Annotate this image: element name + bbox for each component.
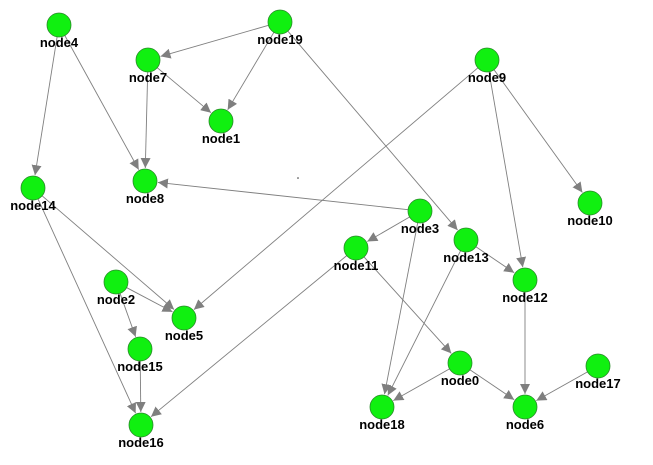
node-circle[interactable] (171, 305, 197, 331)
node-label: node5 (165, 328, 203, 343)
node-circle[interactable] (267, 9, 293, 35)
nodes-layer: node0 node1 node2 node3 node4 node5 node6 node7… (10, 9, 621, 450)
edge-node14-node5 (41, 195, 175, 310)
node-node17[interactable]: node17 (575, 353, 621, 391)
edge-node3-node8 (157, 178, 409, 211)
edge-node9-node12 (488, 71, 527, 268)
edge-node7-node8 (140, 71, 151, 169)
node-label: node13 (443, 250, 489, 265)
node-circle[interactable] (20, 175, 46, 201)
node-node12[interactable]: node12 (502, 267, 548, 305)
edge-node15-node16 (135, 360, 146, 413)
node-label: node11 (334, 258, 379, 273)
node-node4[interactable]: node4 (40, 12, 79, 50)
node-label: node0 (441, 373, 479, 388)
node-circle[interactable] (46, 12, 72, 38)
node-circle[interactable] (585, 353, 611, 379)
edge-node19-node13 (287, 30, 458, 231)
node-label: node9 (468, 70, 506, 85)
node-circle[interactable] (128, 412, 154, 438)
node-node6[interactable]: node6 (506, 394, 544, 432)
node-label: node8 (126, 191, 164, 206)
node-label: node18 (359, 417, 405, 432)
node-node2[interactable]: node2 (97, 269, 135, 307)
node-node7[interactable]: node7 (129, 47, 167, 85)
edge-node19-node1 (227, 32, 275, 111)
node-node14[interactable]: node14 (10, 175, 57, 213)
node-label: node3 (401, 221, 439, 236)
node-node9[interactable]: node9 (468, 47, 506, 85)
edge-node11-node0 (363, 256, 452, 354)
node-circle[interactable] (343, 235, 369, 261)
edge-node3-node18 (381, 222, 419, 395)
edge-node9-node10 (493, 69, 583, 193)
edge-node13-node18 (387, 250, 462, 396)
node-circle[interactable] (512, 394, 538, 420)
node-label: node12 (502, 290, 548, 305)
node-node3[interactable]: node3 (401, 198, 439, 236)
edges-layer (31, 24, 588, 418)
node-circle[interactable] (127, 336, 153, 362)
node-node11[interactable]: node11 (334, 235, 379, 273)
node-label: node17 (575, 376, 621, 391)
node-node5[interactable]: node5 (165, 305, 203, 343)
node-node19[interactable]: node19 (257, 9, 303, 47)
node-circle[interactable] (447, 350, 473, 376)
node-node10[interactable]: node10 (567, 190, 613, 228)
node-node16[interactable]: node16 (118, 412, 164, 450)
node-node0[interactable]: node0 (441, 350, 479, 388)
node-label: node10 (567, 213, 613, 228)
edge-node11-node16 (150, 255, 347, 418)
edge-node9-node5 (193, 67, 479, 310)
node-circle[interactable] (369, 394, 395, 420)
node-node8[interactable]: node8 (126, 168, 164, 206)
edge-node0-node18 (393, 368, 450, 401)
edge-node2-node15 (119, 293, 137, 337)
node-circle[interactable] (132, 168, 158, 194)
node-label: node4 (40, 35, 79, 50)
edge-node0-node6 (469, 369, 515, 401)
edge-node4-node8 (64, 35, 140, 170)
edge-node3-node11 (367, 216, 410, 242)
node-label: node1 (202, 131, 240, 146)
node-node1[interactable]: node1 (202, 108, 240, 146)
node-label: node16 (118, 435, 164, 450)
node-circle[interactable] (208, 108, 234, 134)
node-circle[interactable] (407, 198, 433, 224)
node-node15[interactable]: node15 (117, 336, 163, 374)
node-circle[interactable] (135, 47, 161, 73)
edge-node13-node12 (475, 246, 515, 274)
node-label: node19 (257, 32, 303, 47)
edge-node4-node14 (31, 36, 58, 176)
node-node13[interactable]: node13 (443, 227, 489, 265)
node-label: node6 (506, 417, 544, 432)
edge-node17-node6 (536, 371, 588, 401)
node-circle[interactable] (453, 227, 479, 253)
node-label: node15 (117, 359, 163, 374)
node-circle[interactable] (512, 267, 538, 293)
node-node18[interactable]: node18 (359, 394, 405, 432)
node-circle[interactable] (474, 47, 500, 73)
node-label: node2 (97, 292, 135, 307)
edge-node7-node1 (156, 67, 212, 114)
node-label: node14 (10, 198, 56, 213)
edge-node2-node5 (126, 287, 173, 313)
edge-node14-node16 (37, 198, 137, 414)
node-circle[interactable] (103, 269, 129, 295)
stray-dot (297, 177, 299, 179)
edge-node19-node7 (160, 24, 269, 59)
node-label: node7 (129, 70, 167, 85)
node-circle[interactable] (577, 190, 603, 216)
